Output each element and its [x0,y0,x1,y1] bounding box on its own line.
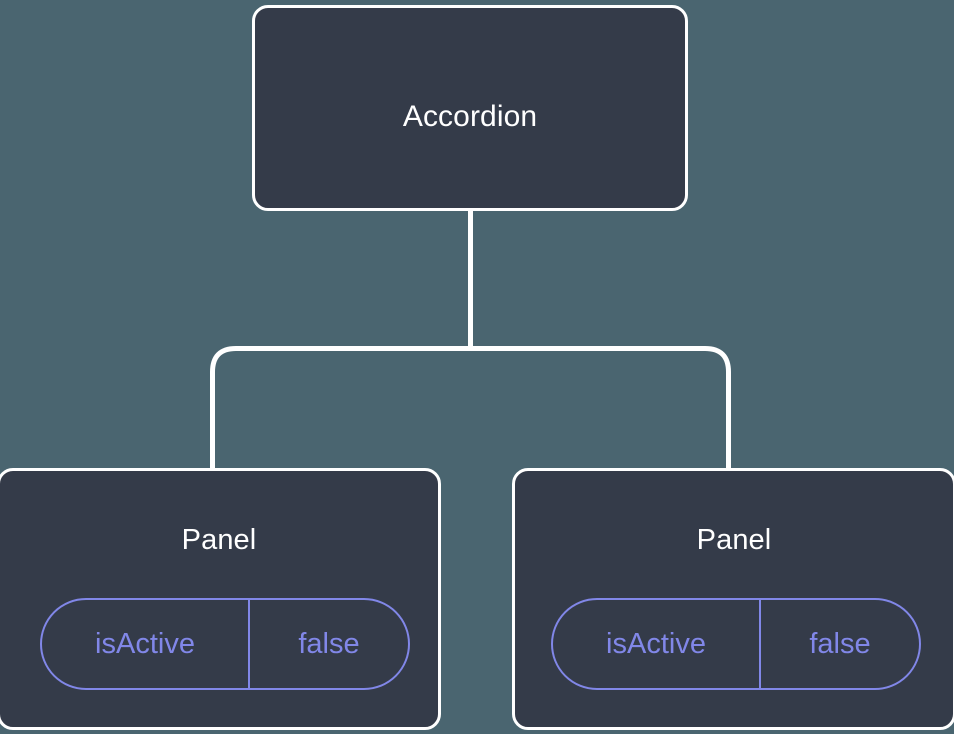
node-panel-2-title: Panel [696,524,772,556]
prop-value-panel-2: false [809,627,871,660]
node-panel-1-title: Panel [181,524,257,556]
node-panel-2[interactable]: Panel isActive false [512,468,954,730]
node-panel-1[interactable]: Panel isActive false [0,468,441,730]
prop-key-panel-2: isActive [553,600,761,688]
prop-pill-panel-2[interactable]: isActive false [551,598,921,690]
prop-pill-panel-1[interactable]: isActive false [40,598,410,690]
node-accordion[interactable]: Accordion [252,5,688,211]
node-accordion-title: Accordion [402,100,538,133]
connector-bus [210,346,731,470]
prop-value-panel-1: false [298,627,360,660]
prop-key-panel-1: isActive [42,600,250,688]
